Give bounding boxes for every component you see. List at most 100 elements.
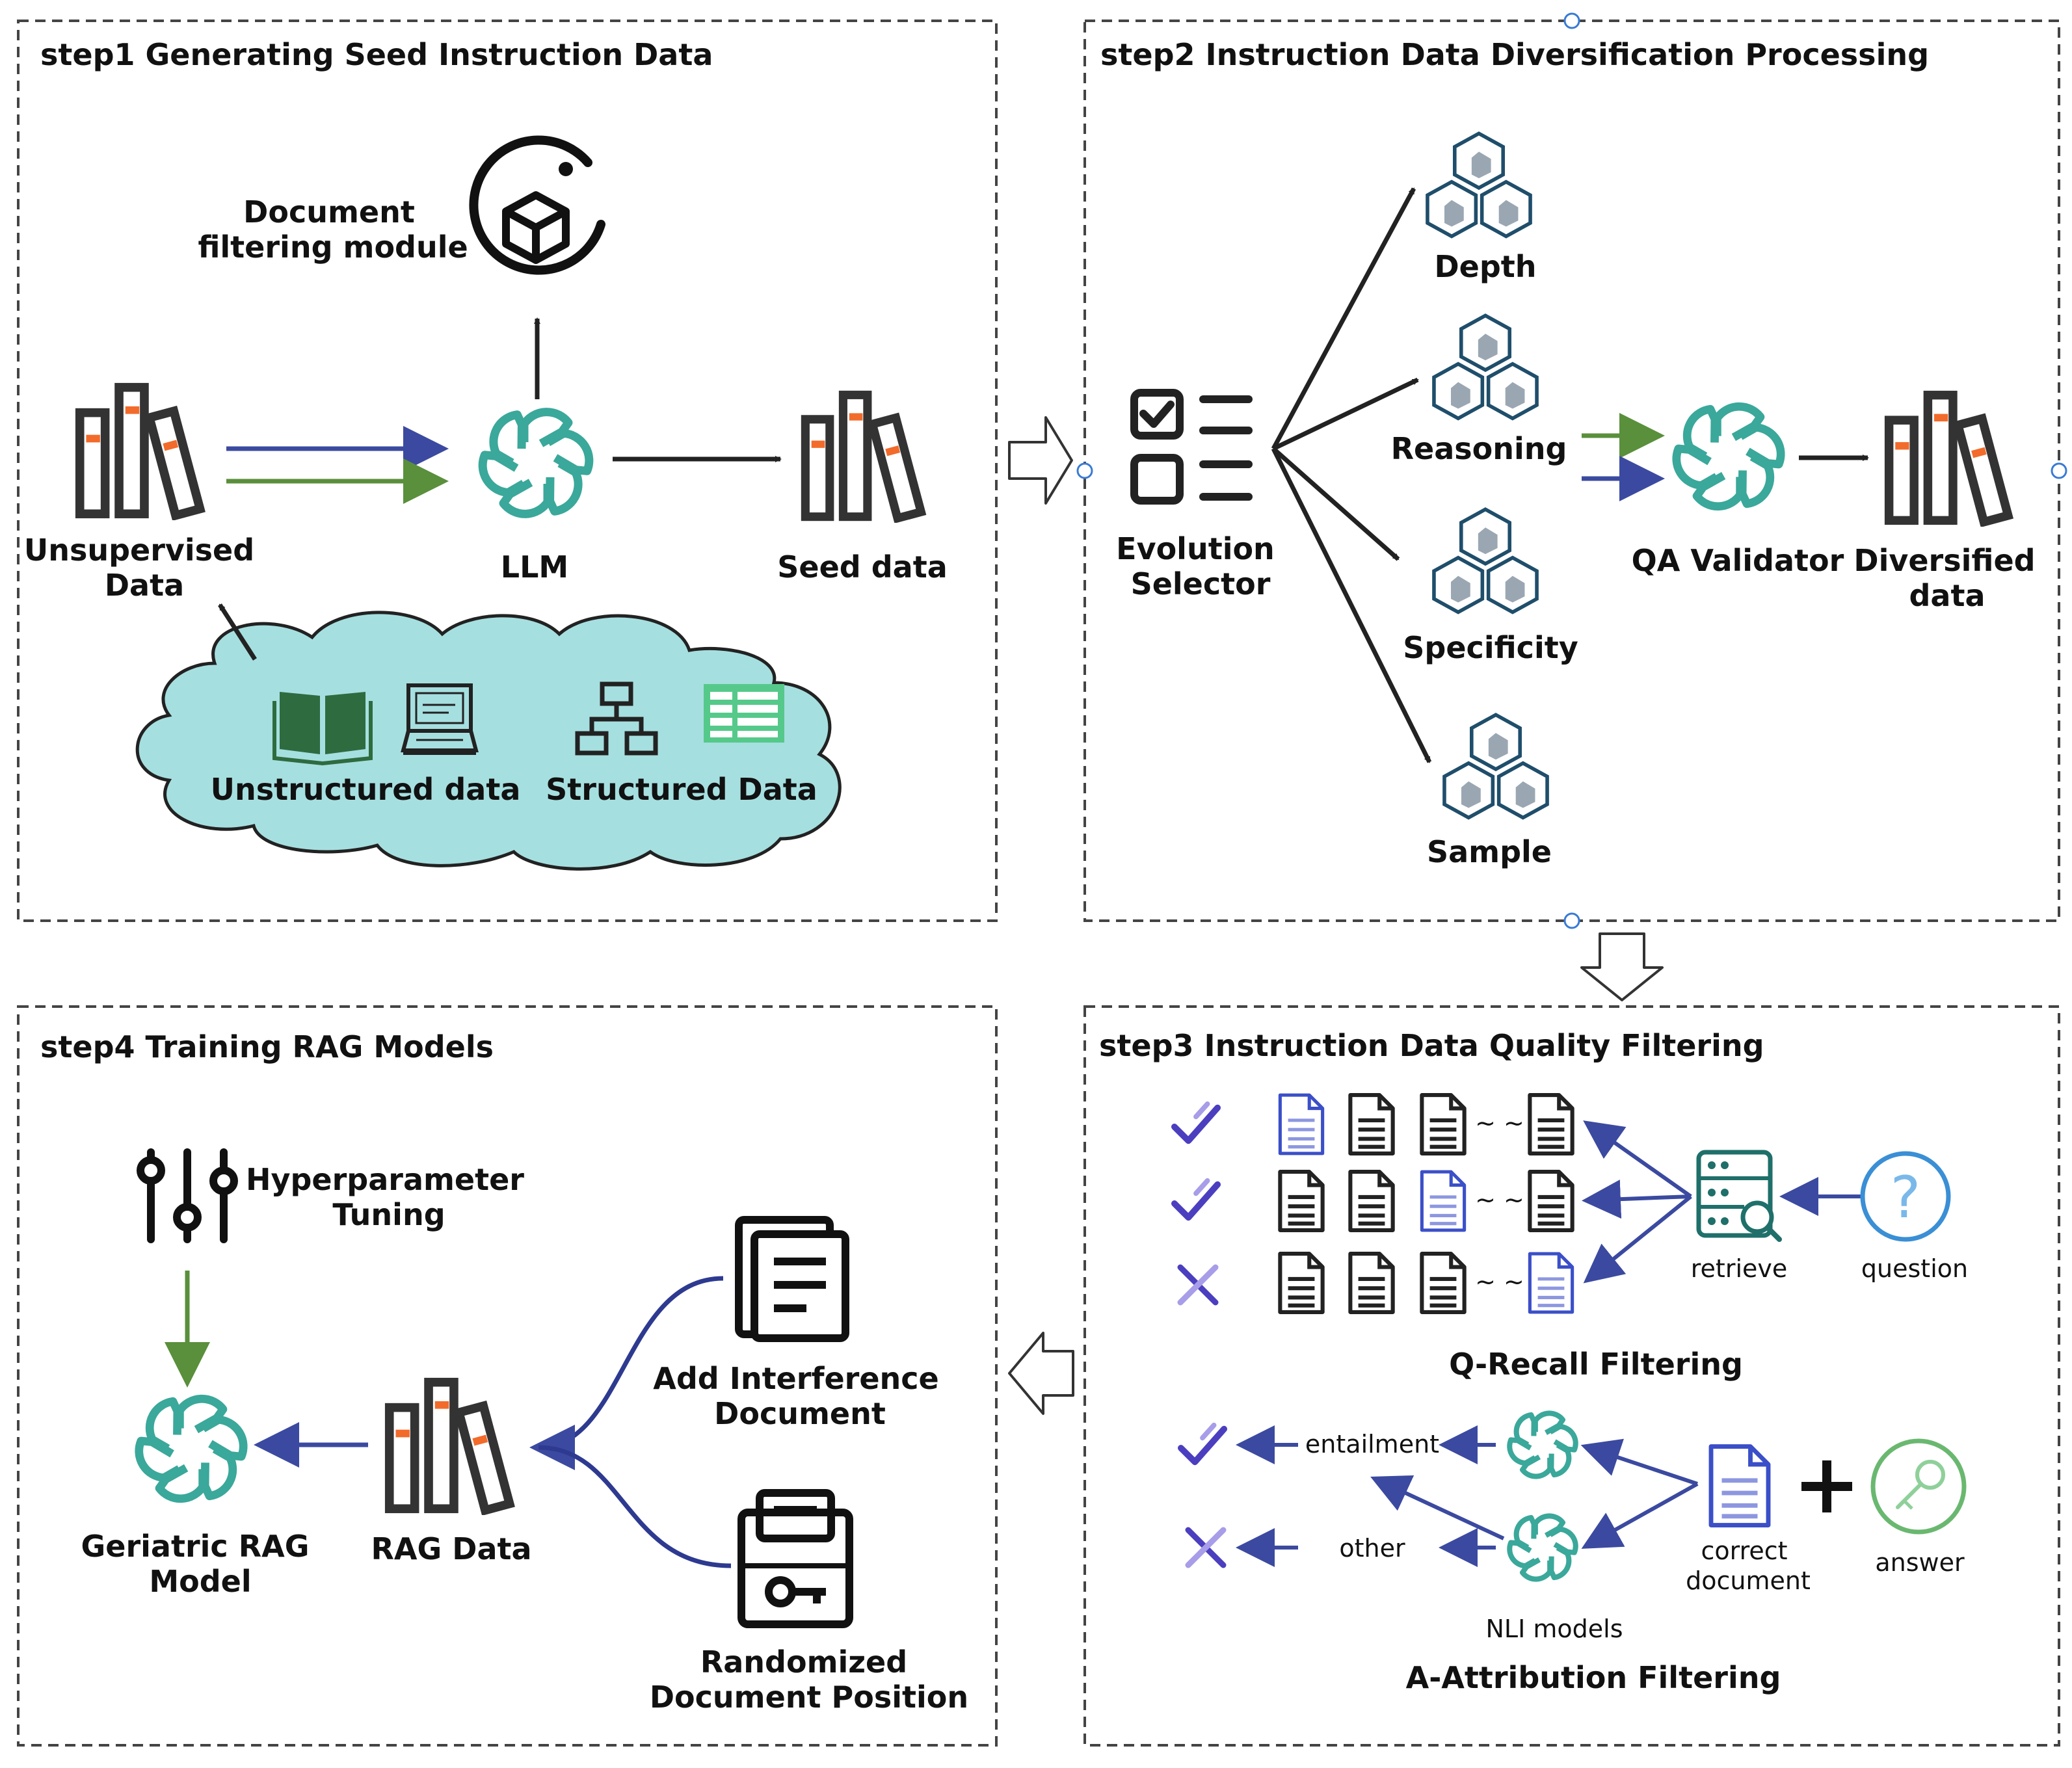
nli-model-logo-icon-1 xyxy=(1505,1412,1580,1478)
tilde-row2: ~ ~ xyxy=(1475,1185,1524,1214)
diversified-label-2: data xyxy=(1909,578,1986,613)
entailment-label: entailment xyxy=(1305,1430,1439,1458)
step3-to-step4-arrow xyxy=(1008,1332,1074,1415)
depth-label: Depth xyxy=(1434,249,1536,284)
hierarchy-icon xyxy=(575,681,658,756)
step1-panel xyxy=(17,20,998,922)
check-icon-entailment xyxy=(1181,1425,1224,1462)
llm-label: LLM xyxy=(501,549,568,585)
doc-icon xyxy=(1422,1254,1464,1312)
doc-blue-icon xyxy=(1530,1254,1572,1312)
plus-icon xyxy=(1801,1460,1852,1512)
arrow-to-depth xyxy=(1271,187,1416,450)
unsupervised-books-icon xyxy=(80,388,200,516)
depth-cubes-icon xyxy=(1428,133,1530,236)
arrow-to-reasoning xyxy=(1272,377,1419,451)
computer-icon xyxy=(401,683,479,755)
tilde-row3: ~ ~ xyxy=(1475,1267,1524,1296)
reasoning-label: Reasoning xyxy=(1391,431,1567,466)
doc-filter-label-2: filtering module xyxy=(198,230,468,265)
table-icon xyxy=(704,684,784,743)
correct-label-2: document xyxy=(1686,1566,1811,1595)
doc-icon xyxy=(1350,1172,1392,1230)
cross-icon-other xyxy=(1188,1530,1223,1565)
hyper-label-2: Tuning xyxy=(332,1197,445,1232)
tilde-row1: ~ ~ xyxy=(1475,1109,1524,1137)
check-icon-row2 xyxy=(1175,1181,1217,1218)
answer-label: answer xyxy=(1875,1548,1965,1577)
llm-logo-icon xyxy=(475,410,596,517)
interference-label-2: Document xyxy=(714,1396,886,1431)
other-label: other xyxy=(1339,1534,1405,1563)
step2-title: step2 Instruction Data Diversification P… xyxy=(1100,37,1929,72)
qa-validator-logo-icon xyxy=(1669,404,1788,509)
doc-icon xyxy=(1422,1095,1464,1154)
unstructured-label: Unstructured data xyxy=(211,772,521,807)
check-icon-row1 xyxy=(1175,1104,1217,1141)
cloud-to-unsupervised-arrow xyxy=(218,603,257,661)
question-label: question xyxy=(1861,1254,1968,1283)
specificity-cubes-icon xyxy=(1434,509,1537,612)
seed-label: Seed data xyxy=(777,549,947,585)
correct-document-icon xyxy=(1711,1447,1768,1525)
correct-label-1: correct xyxy=(1701,1537,1787,1565)
doc-to-nli2-arrow xyxy=(1581,1482,1699,1549)
checklist-icon xyxy=(1130,389,1253,505)
data-source-cloud xyxy=(135,611,842,871)
retrieve-arrow-row2 xyxy=(1582,1180,1692,1219)
evolution-label-1: Evolution xyxy=(1116,531,1275,566)
doc-icon xyxy=(1350,1095,1392,1154)
stacked-documents-icon xyxy=(735,1216,849,1342)
step4-panel xyxy=(17,1005,998,1747)
filter-module-icon xyxy=(469,135,605,275)
nli-model-logo-icon-2 xyxy=(1505,1514,1580,1581)
retrieve-icon xyxy=(1696,1150,1782,1242)
structured-label: Structured Data xyxy=(546,772,817,807)
doc-icon xyxy=(1530,1095,1572,1154)
doc-filter-label-1: Document xyxy=(243,194,415,230)
geriatric-label-1: Geriatric RAG xyxy=(81,1529,310,1564)
interference-curve-arrow xyxy=(529,1276,724,1470)
unsupervised-label-2: Data xyxy=(105,568,184,603)
cross-icon-row3 xyxy=(1180,1267,1215,1302)
q-recall-title: Q-Recall Filtering xyxy=(1449,1347,1743,1382)
retrieve-arrow-row1 xyxy=(1583,1120,1692,1198)
diversified-label-1: Diversified xyxy=(1853,543,2035,578)
sample-label: Sample xyxy=(1427,834,1552,869)
retrieve-arrow-row3 xyxy=(1583,1194,1692,1284)
nli-cross-arrow xyxy=(1370,1475,1505,1540)
qa-validator-label: QA Validator xyxy=(1632,543,1844,578)
sliders-icon xyxy=(137,1148,238,1243)
reasoning-cubes-icon xyxy=(1434,315,1537,418)
unsupervised-label-1: Unsupervised xyxy=(24,533,254,568)
hyper-label-1: Hyperparameter xyxy=(246,1162,524,1197)
randomized-label-2: Document Position xyxy=(650,1680,968,1715)
arrow-to-specificity xyxy=(1271,447,1400,561)
arrow-to-sample xyxy=(1271,447,1432,763)
step3-panel xyxy=(1083,1005,2060,1747)
step3-title: step3 Instruction Data Quality Filtering xyxy=(1099,1028,1764,1063)
doc-blue-icon xyxy=(1422,1172,1464,1230)
doc-icon xyxy=(1350,1254,1392,1312)
sample-cubes-icon xyxy=(1444,715,1547,817)
archive-key-icon xyxy=(737,1489,853,1628)
step2-to-step3-arrow xyxy=(1580,932,1664,1001)
selection-handles xyxy=(1076,12,2067,929)
diversified-books-icon xyxy=(1889,395,2008,522)
geriatric-model-logo-icon xyxy=(132,1396,250,1501)
doc-icon xyxy=(1280,1254,1322,1312)
geriatric-label-2: Model xyxy=(149,1564,251,1599)
randomized-label-1: Randomized xyxy=(700,1644,907,1680)
rag-books-icon xyxy=(390,1382,510,1511)
evolution-label-2: Selector xyxy=(1131,566,1271,601)
seed-books-icon xyxy=(805,395,921,518)
doc-to-nli1-arrow xyxy=(1580,1438,1698,1486)
answer-key-icon xyxy=(1870,1438,1967,1535)
specificity-label: Specificity xyxy=(1403,630,1578,665)
book-icon xyxy=(272,692,373,766)
svg-text:?: ? xyxy=(1891,1164,1921,1231)
nli-models-label: NLI models xyxy=(1485,1615,1623,1643)
interference-label-1: Add Interference xyxy=(653,1361,939,1396)
step1-title: step1 Generating Seed Instruction Data xyxy=(40,37,713,72)
